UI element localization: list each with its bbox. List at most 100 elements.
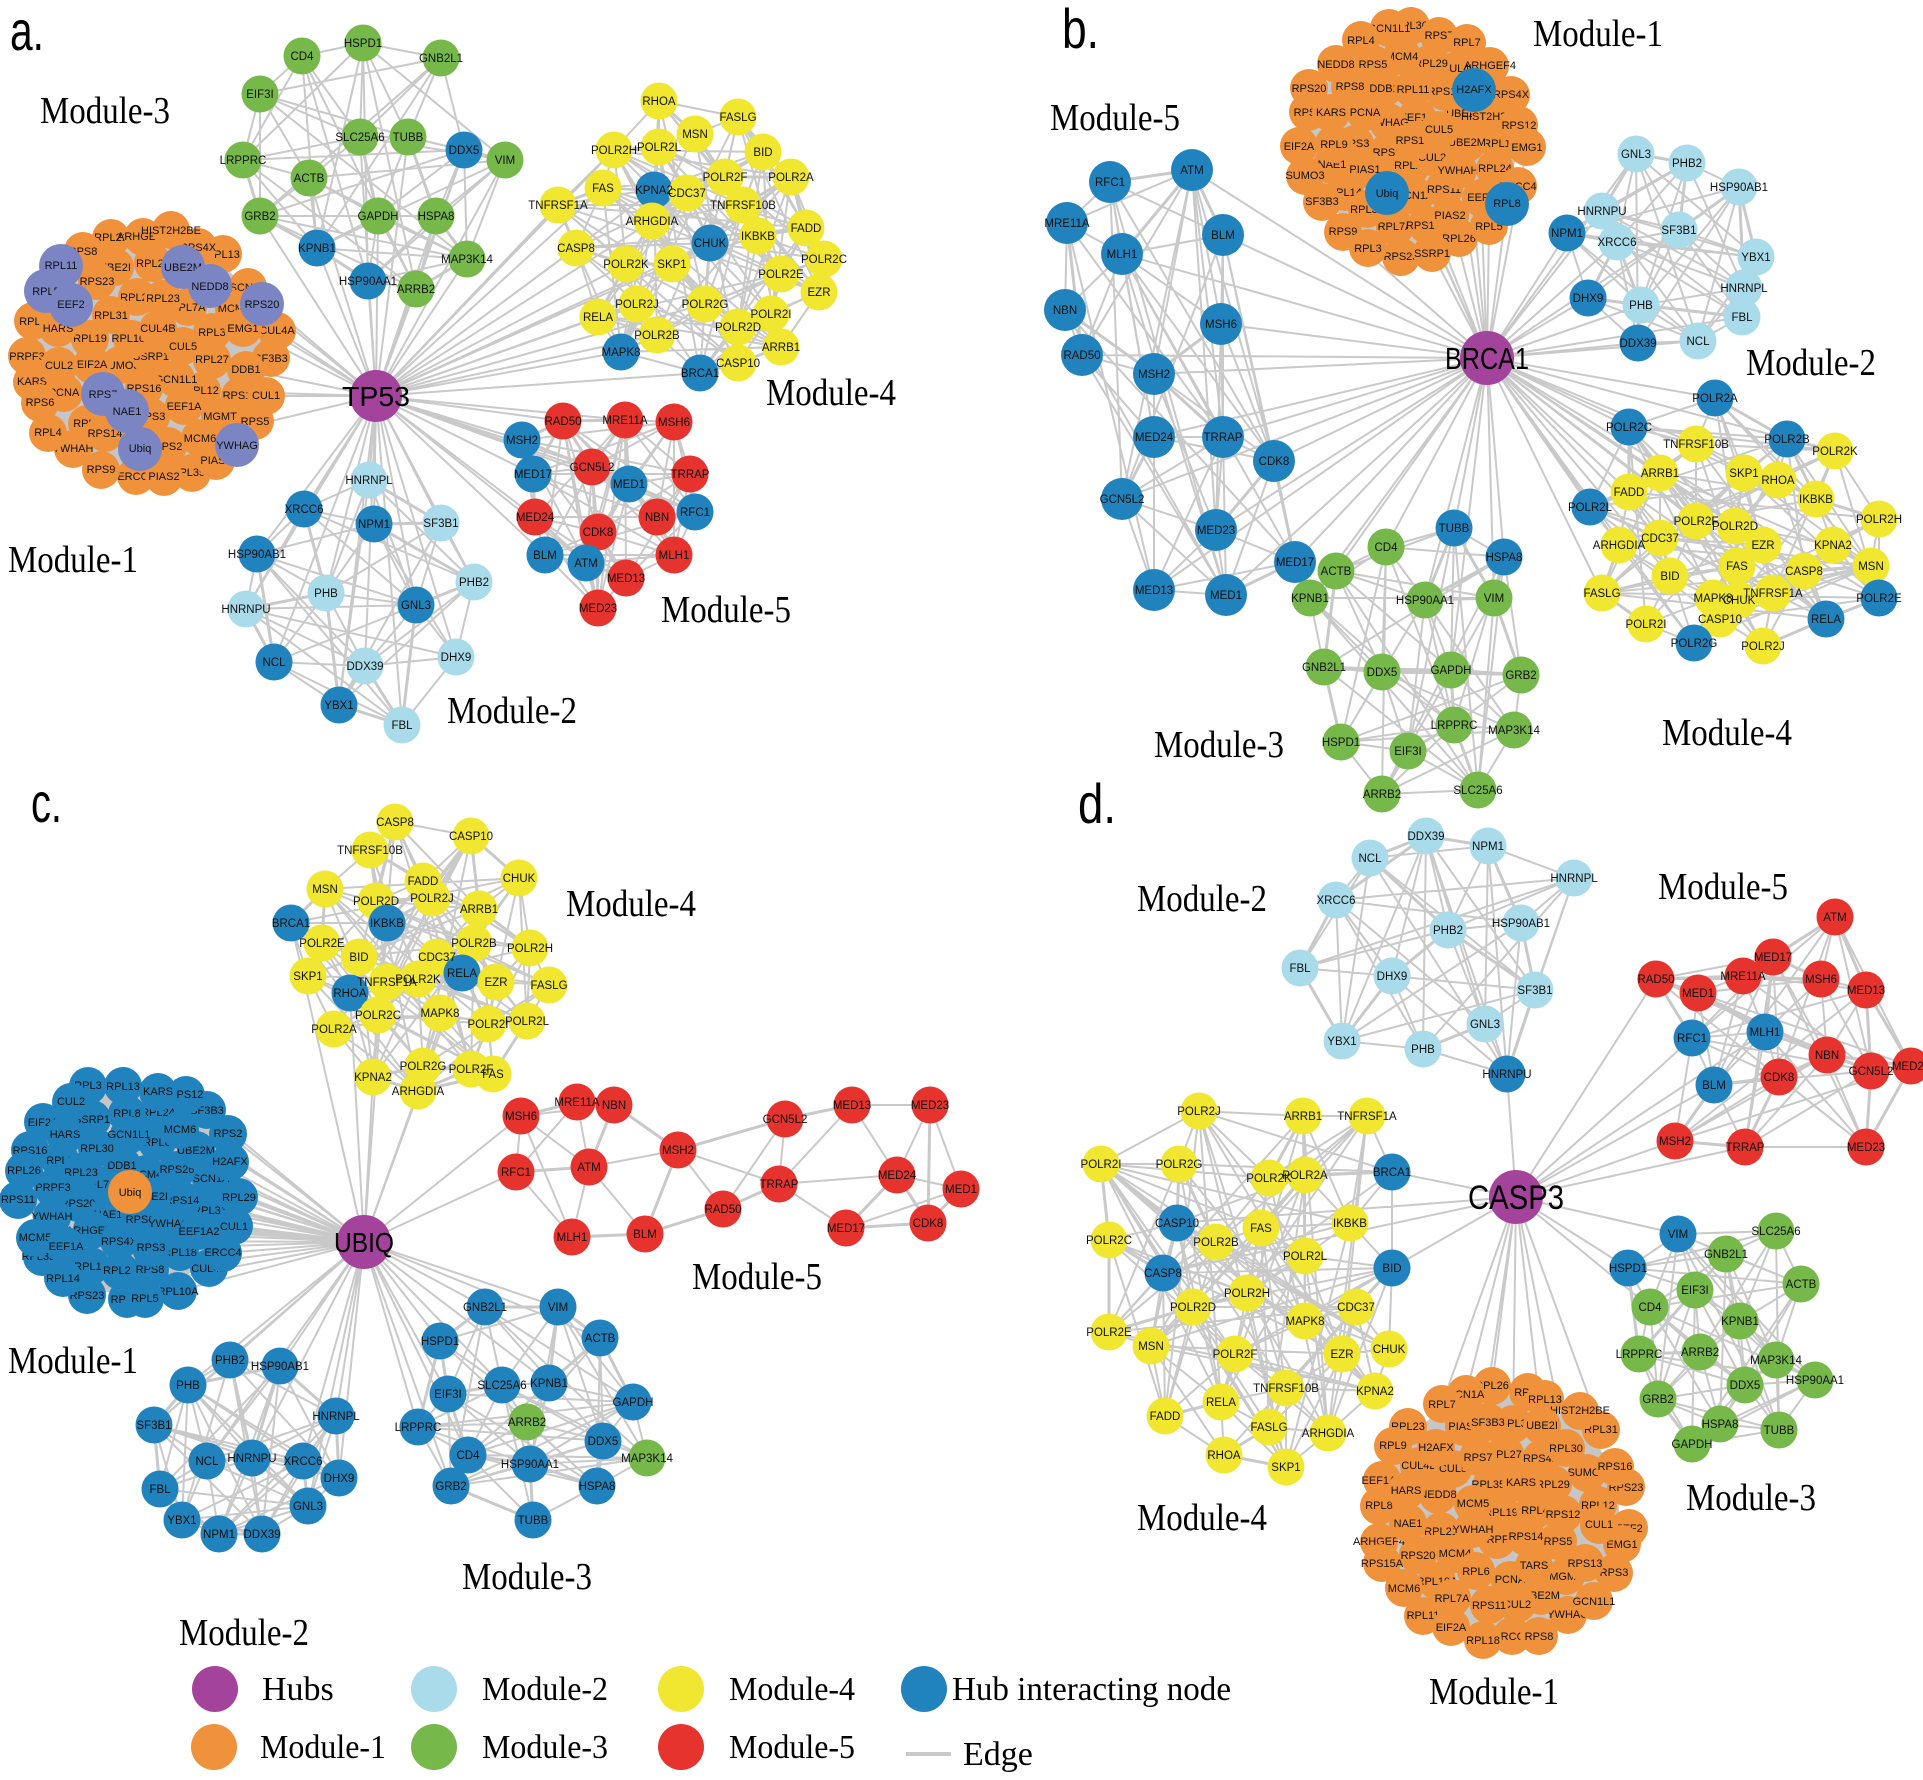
svg-text:EIF2A: EIF2A <box>77 359 108 371</box>
svg-text:Module-1: Module-1 <box>8 1340 138 1382</box>
svg-text:GNL3: GNL3 <box>1470 1019 1500 1031</box>
svg-text:POLR2L: POLR2L <box>637 142 682 154</box>
svg-text:RAD50: RAD50 <box>544 416 581 428</box>
svg-text:POLR2C: POLR2C <box>801 254 847 266</box>
svg-text:Hubs: Hubs <box>262 1671 334 1708</box>
svg-text:MED24: MED24 <box>878 1170 917 1182</box>
svg-text:CDK8: CDK8 <box>583 527 614 539</box>
svg-text:MED24: MED24 <box>1892 1061 1923 1073</box>
svg-text:GCN5L2: GCN5L2 <box>763 1114 808 1126</box>
svg-text:ARRB2: ARRB2 <box>397 284 435 296</box>
svg-text:POLR2J: POLR2J <box>615 299 658 311</box>
svg-text:VIM: VIM <box>1668 1229 1688 1241</box>
svg-text:YBX1: YBX1 <box>324 700 353 712</box>
svg-text:POLR2H: POLR2H <box>1224 1288 1270 1300</box>
svg-text:RFC1: RFC1 <box>1677 1033 1707 1045</box>
svg-text:MSN: MSN <box>312 884 338 896</box>
svg-text:POLR2K: POLR2K <box>1812 446 1858 458</box>
svg-text:GRB2: GRB2 <box>1505 670 1536 682</box>
svg-text:KPNB1: KPNB1 <box>1721 1316 1759 1328</box>
svg-text:a.: a. <box>10 0 44 62</box>
svg-text:ACTB: ACTB <box>1786 1279 1817 1291</box>
svg-text:RPL5: RPL5 <box>131 1293 159 1305</box>
svg-text:HNRNPL: HNRNPL <box>312 1411 360 1423</box>
svg-text:HSPD1: HSPD1 <box>421 1336 459 1348</box>
svg-text:Module-3: Module-3 <box>40 90 170 132</box>
svg-text:MSH6: MSH6 <box>505 1111 537 1123</box>
svg-text:HNRNPU: HNRNPU <box>1482 1069 1531 1081</box>
svg-text:FADD: FADD <box>791 223 822 235</box>
svg-text:EIF3I: EIF3I <box>1394 746 1421 758</box>
svg-text:ARRB2: ARRB2 <box>508 1417 546 1429</box>
svg-text:HSP90AB1: HSP90AB1 <box>1710 182 1768 194</box>
svg-text:MED13: MED13 <box>607 573 645 585</box>
svg-text:RPL23: RPL23 <box>64 1167 98 1179</box>
svg-text:ARRB2: ARRB2 <box>1363 789 1401 801</box>
svg-text:VIM: VIM <box>1484 593 1504 605</box>
svg-text:TNFRSF10B: TNFRSF10B <box>1663 439 1729 451</box>
svg-text:SKP1: SKP1 <box>1729 468 1758 480</box>
svg-text:FASLG: FASLG <box>1583 588 1620 600</box>
svg-text:BID: BID <box>349 952 368 964</box>
svg-text:SSRP1: SSRP1 <box>1414 248 1450 260</box>
svg-text:ARRB1: ARRB1 <box>1641 468 1679 480</box>
svg-text:DHX9: DHX9 <box>441 652 472 664</box>
svg-text:POLR2B: POLR2B <box>1764 434 1810 446</box>
svg-text:GAPDH: GAPDH <box>613 1397 654 1409</box>
svg-text:RPS3: RPS3 <box>137 1242 166 1254</box>
svg-text:RPS20: RPS20 <box>245 299 280 311</box>
svg-text:CHUK: CHUK <box>503 873 536 885</box>
svg-text:RELA: RELA <box>1206 1397 1236 1409</box>
svg-text:POLR2F: POLR2F <box>703 172 748 184</box>
svg-text:POLR2C: POLR2C <box>1606 422 1652 434</box>
svg-text:CUL2: CUL2 <box>57 1096 85 1108</box>
svg-text:MED17: MED17 <box>1276 557 1314 569</box>
svg-text:POLR2G: POLR2G <box>1671 638 1718 650</box>
svg-text:Module-4: Module-4 <box>1662 712 1792 754</box>
svg-text:LRPPRC: LRPPRC <box>220 155 267 167</box>
svg-text:SLC25A6: SLC25A6 <box>1751 1226 1800 1238</box>
svg-text:RPL7A: RPL7A <box>1435 1593 1471 1605</box>
svg-text:GRB2: GRB2 <box>435 1481 466 1493</box>
svg-text:RPS13: RPS13 <box>1568 1558 1603 1570</box>
svg-text:HIST2H2BE: HIST2H2BE <box>141 225 201 237</box>
svg-text:RPL26: RPL26 <box>7 1165 41 1177</box>
svg-text:XRCC6: XRCC6 <box>1317 895 1356 907</box>
svg-text:EEF1A2: EEF1A2 <box>179 1226 220 1238</box>
svg-text:EMG1: EMG1 <box>1606 1539 1637 1551</box>
svg-text:IKBKB: IKBKB <box>741 231 775 243</box>
svg-text:Module-1: Module-1 <box>1429 1671 1559 1713</box>
svg-text:Module-3: Module-3 <box>1686 1477 1816 1519</box>
svg-text:EMG1: EMG1 <box>227 323 258 335</box>
svg-text:XRCC6: XRCC6 <box>1598 237 1637 249</box>
svg-text:POLR2J: POLR2J <box>1177 1106 1220 1118</box>
svg-text:MSN: MSN <box>1138 1341 1164 1353</box>
svg-text:POLR2A: POLR2A <box>1692 393 1738 405</box>
svg-text:Module-4: Module-4 <box>729 1671 855 1708</box>
svg-text:Ubiq: Ubiq <box>1376 188 1399 200</box>
svg-text:BLM: BLM <box>1211 230 1235 242</box>
svg-text:RHOA: RHOA <box>642 96 676 108</box>
svg-text:GCN5L2: GCN5L2 <box>1100 494 1145 506</box>
svg-text:CD4: CD4 <box>1374 542 1398 554</box>
svg-text:ARRB1: ARRB1 <box>460 904 498 916</box>
svg-text:POLR2J: POLR2J <box>1741 641 1784 653</box>
svg-text:CUL4B: CUL4B <box>140 323 175 335</box>
svg-text:XRCC6: XRCC6 <box>284 1456 323 1468</box>
svg-text:GCN5L2: GCN5L2 <box>1849 1066 1894 1078</box>
svg-text:RPS5: RPS5 <box>1544 1536 1573 1548</box>
svg-text:POLR2B: POLR2B <box>451 938 497 950</box>
svg-text:Module-3: Module-3 <box>1154 724 1284 766</box>
svg-text:EZR: EZR <box>485 977 508 989</box>
svg-text:RAD50: RAD50 <box>1637 974 1674 986</box>
svg-text:RHOA: RHOA <box>333 988 367 1000</box>
svg-text:MAP3K14: MAP3K14 <box>1750 1355 1802 1367</box>
svg-text:MED1: MED1 <box>613 479 645 491</box>
svg-text:POLR2H: POLR2H <box>591 145 637 157</box>
svg-text:PHB2: PHB2 <box>459 577 489 589</box>
svg-text:Module-4: Module-4 <box>1137 1497 1267 1539</box>
svg-text:CUL1: CUL1 <box>1585 1519 1613 1531</box>
svg-text:GNB2L1: GNB2L1 <box>463 1302 507 1314</box>
svg-text:POLR2H: POLR2H <box>1856 514 1902 526</box>
svg-text:NCL: NCL <box>195 1456 219 1468</box>
